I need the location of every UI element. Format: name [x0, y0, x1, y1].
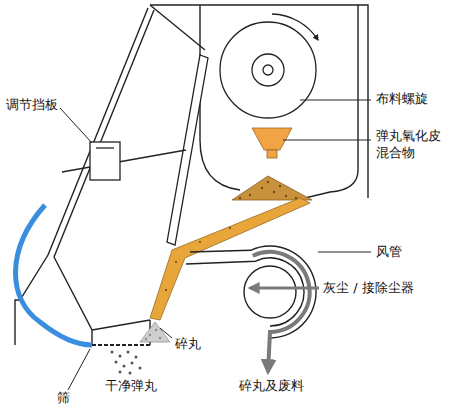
leader-lines	[60, 108, 92, 143]
distribution-screw	[220, 14, 318, 118]
part-label: 碎丸及废料	[238, 378, 305, 395]
clean-shot	[115, 361, 118, 364]
air-duct	[186, 258, 304, 326]
housing	[150, 5, 205, 50]
part-label: 干净弹丸	[104, 378, 158, 395]
material-flow	[150, 198, 310, 320]
broken-shot-pile	[149, 334, 151, 336]
distribution-screw	[220, 22, 316, 118]
air-duct	[190, 246, 316, 338]
housing	[200, 5, 240, 190]
air-duct	[244, 266, 296, 318]
distribution-screw	[263, 65, 273, 75]
housing	[92, 320, 150, 330]
broken-shot-pile	[155, 329, 157, 331]
part-label: 布料螺旋	[375, 91, 429, 108]
air-duct	[250, 287, 319, 290]
screen	[92, 344, 150, 346]
adjust-plate	[62, 55, 208, 245]
screen	[15, 205, 92, 345]
part-label: 碎丸	[174, 336, 202, 353]
part-label: 筛	[56, 390, 71, 407]
leader-lines	[300, 100, 371, 101]
screen	[15, 205, 150, 345]
material-flow	[295, 197, 297, 199]
clean-shot	[111, 351, 142, 375]
material-flow	[165, 181, 297, 291]
material-flow	[175, 261, 177, 263]
material-flow	[232, 176, 312, 200]
material-flow	[165, 289, 167, 291]
leader-lines	[160, 328, 172, 338]
adjust-plate	[96, 147, 114, 148]
broken-shot-pile	[145, 338, 147, 340]
distribution-screw	[272, 14, 318, 40]
part-label: 弹丸氧化皮 混合物	[375, 128, 447, 162]
material-flow	[273, 191, 275, 193]
leader-lines	[60, 100, 371, 390]
adjust-plate	[167, 55, 208, 245]
part-label: 风管	[375, 244, 403, 261]
clean-shot	[129, 372, 132, 375]
clean-shot	[119, 371, 122, 374]
material-flow	[261, 187, 263, 189]
clean-shot	[123, 365, 126, 368]
material-flow	[267, 150, 277, 158]
material-flow	[150, 128, 312, 320]
leader-lines	[68, 349, 90, 390]
material-flow	[229, 227, 231, 229]
clean-shot	[119, 355, 122, 358]
air-duct	[253, 252, 310, 372]
clean-shot	[135, 356, 138, 359]
adjust-plate	[62, 150, 186, 172]
clean-shot	[139, 367, 142, 370]
clean-shot	[111, 351, 114, 354]
air-duct	[186, 246, 319, 372]
part-label: 调节挡板	[5, 97, 59, 114]
material-flow	[267, 181, 269, 183]
material-flow	[249, 194, 251, 196]
housing	[54, 257, 92, 345]
housing	[15, 5, 368, 345]
part-label: 灰尘 / 接除尘器	[322, 280, 415, 297]
leader-lines	[318, 252, 371, 253]
adjust-plate	[90, 142, 120, 180]
material-flow	[279, 185, 281, 187]
clean-shot	[131, 362, 134, 365]
material-flow	[285, 195, 287, 197]
housing	[54, 10, 154, 257]
material-flow	[199, 241, 201, 243]
material-flow	[252, 128, 292, 150]
clean-shot	[127, 351, 130, 354]
material-flow	[239, 197, 241, 199]
broken-shot-pile	[159, 337, 161, 339]
housing	[48, 8, 148, 255]
distribution-screw	[252, 54, 284, 86]
leader-lines	[283, 140, 371, 141]
